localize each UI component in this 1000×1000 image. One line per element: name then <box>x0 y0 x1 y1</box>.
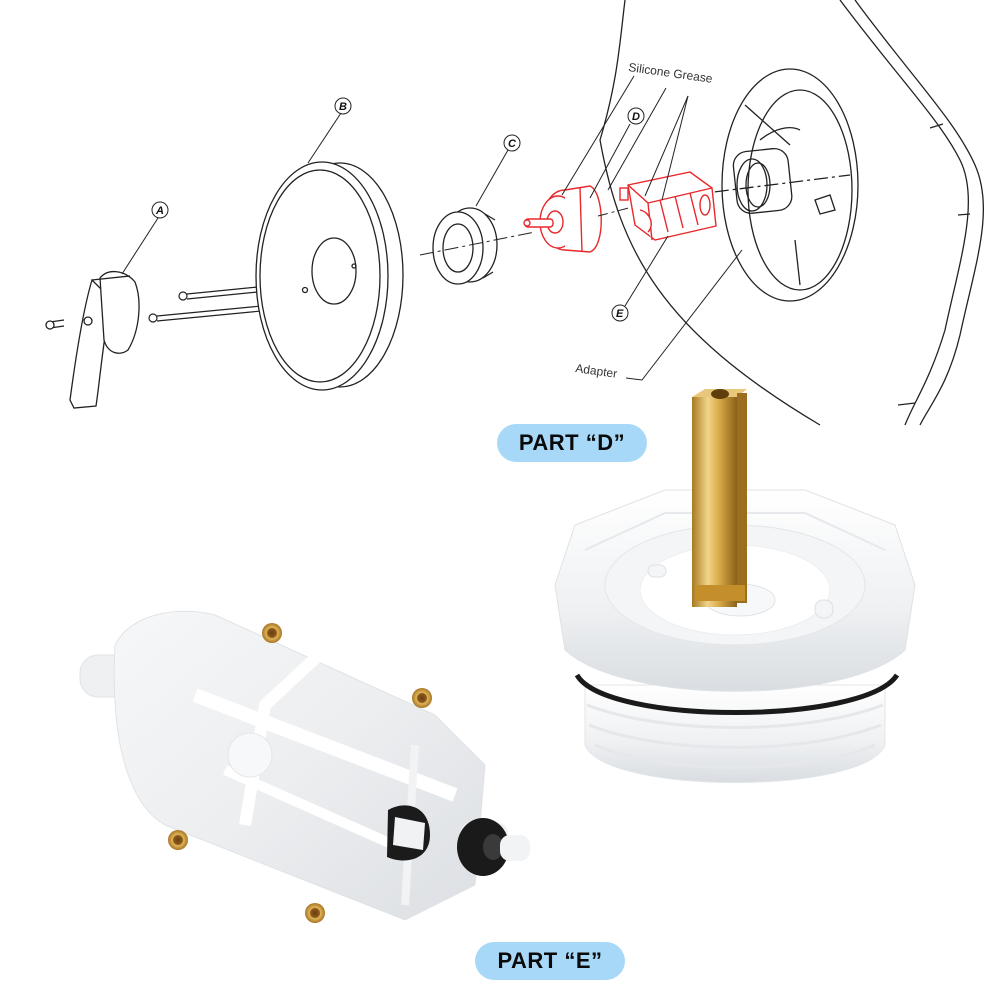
valve-cartridge-red-drawing <box>619 171 717 241</box>
adapter-leader <box>625 249 743 381</box>
part-d-badge-label: PART “D” <box>518 430 626 455</box>
escutcheon-plate-drawing <box>255 161 404 391</box>
svg-text:A: A <box>155 205 164 217</box>
callout-a: A <box>121 201 169 275</box>
part-e-badge-label: PART “E” <box>497 948 603 973</box>
silicone-grease-label: Silicone Grease <box>628 60 714 86</box>
adapter-label: Adapter <box>575 361 619 381</box>
handle-lever-drawing <box>45 271 140 409</box>
cartridge-stem-red-drawing <box>523 185 602 253</box>
bonnet-nut-drawing <box>432 207 498 285</box>
callout-b: B <box>307 97 352 164</box>
svg-text:E: E <box>616 308 624 320</box>
part-d-badge: PART “D” <box>497 424 647 462</box>
part-e-badge: PART “E” <box>475 942 625 980</box>
svg-text:C: C <box>508 138 517 150</box>
callout-c: C <box>475 134 521 207</box>
wall-outline <box>599 0 985 426</box>
callout-d: D <box>589 107 645 199</box>
svg-text:B: B <box>339 101 347 113</box>
svg-text:D: D <box>632 111 640 123</box>
part-e-photo <box>75 595 535 935</box>
part-d-photo <box>545 385 925 805</box>
callout-e: E <box>611 235 669 322</box>
axis-line <box>419 231 536 256</box>
valve-body-outline <box>689 68 859 302</box>
silicone-grease-leaders <box>561 75 689 201</box>
